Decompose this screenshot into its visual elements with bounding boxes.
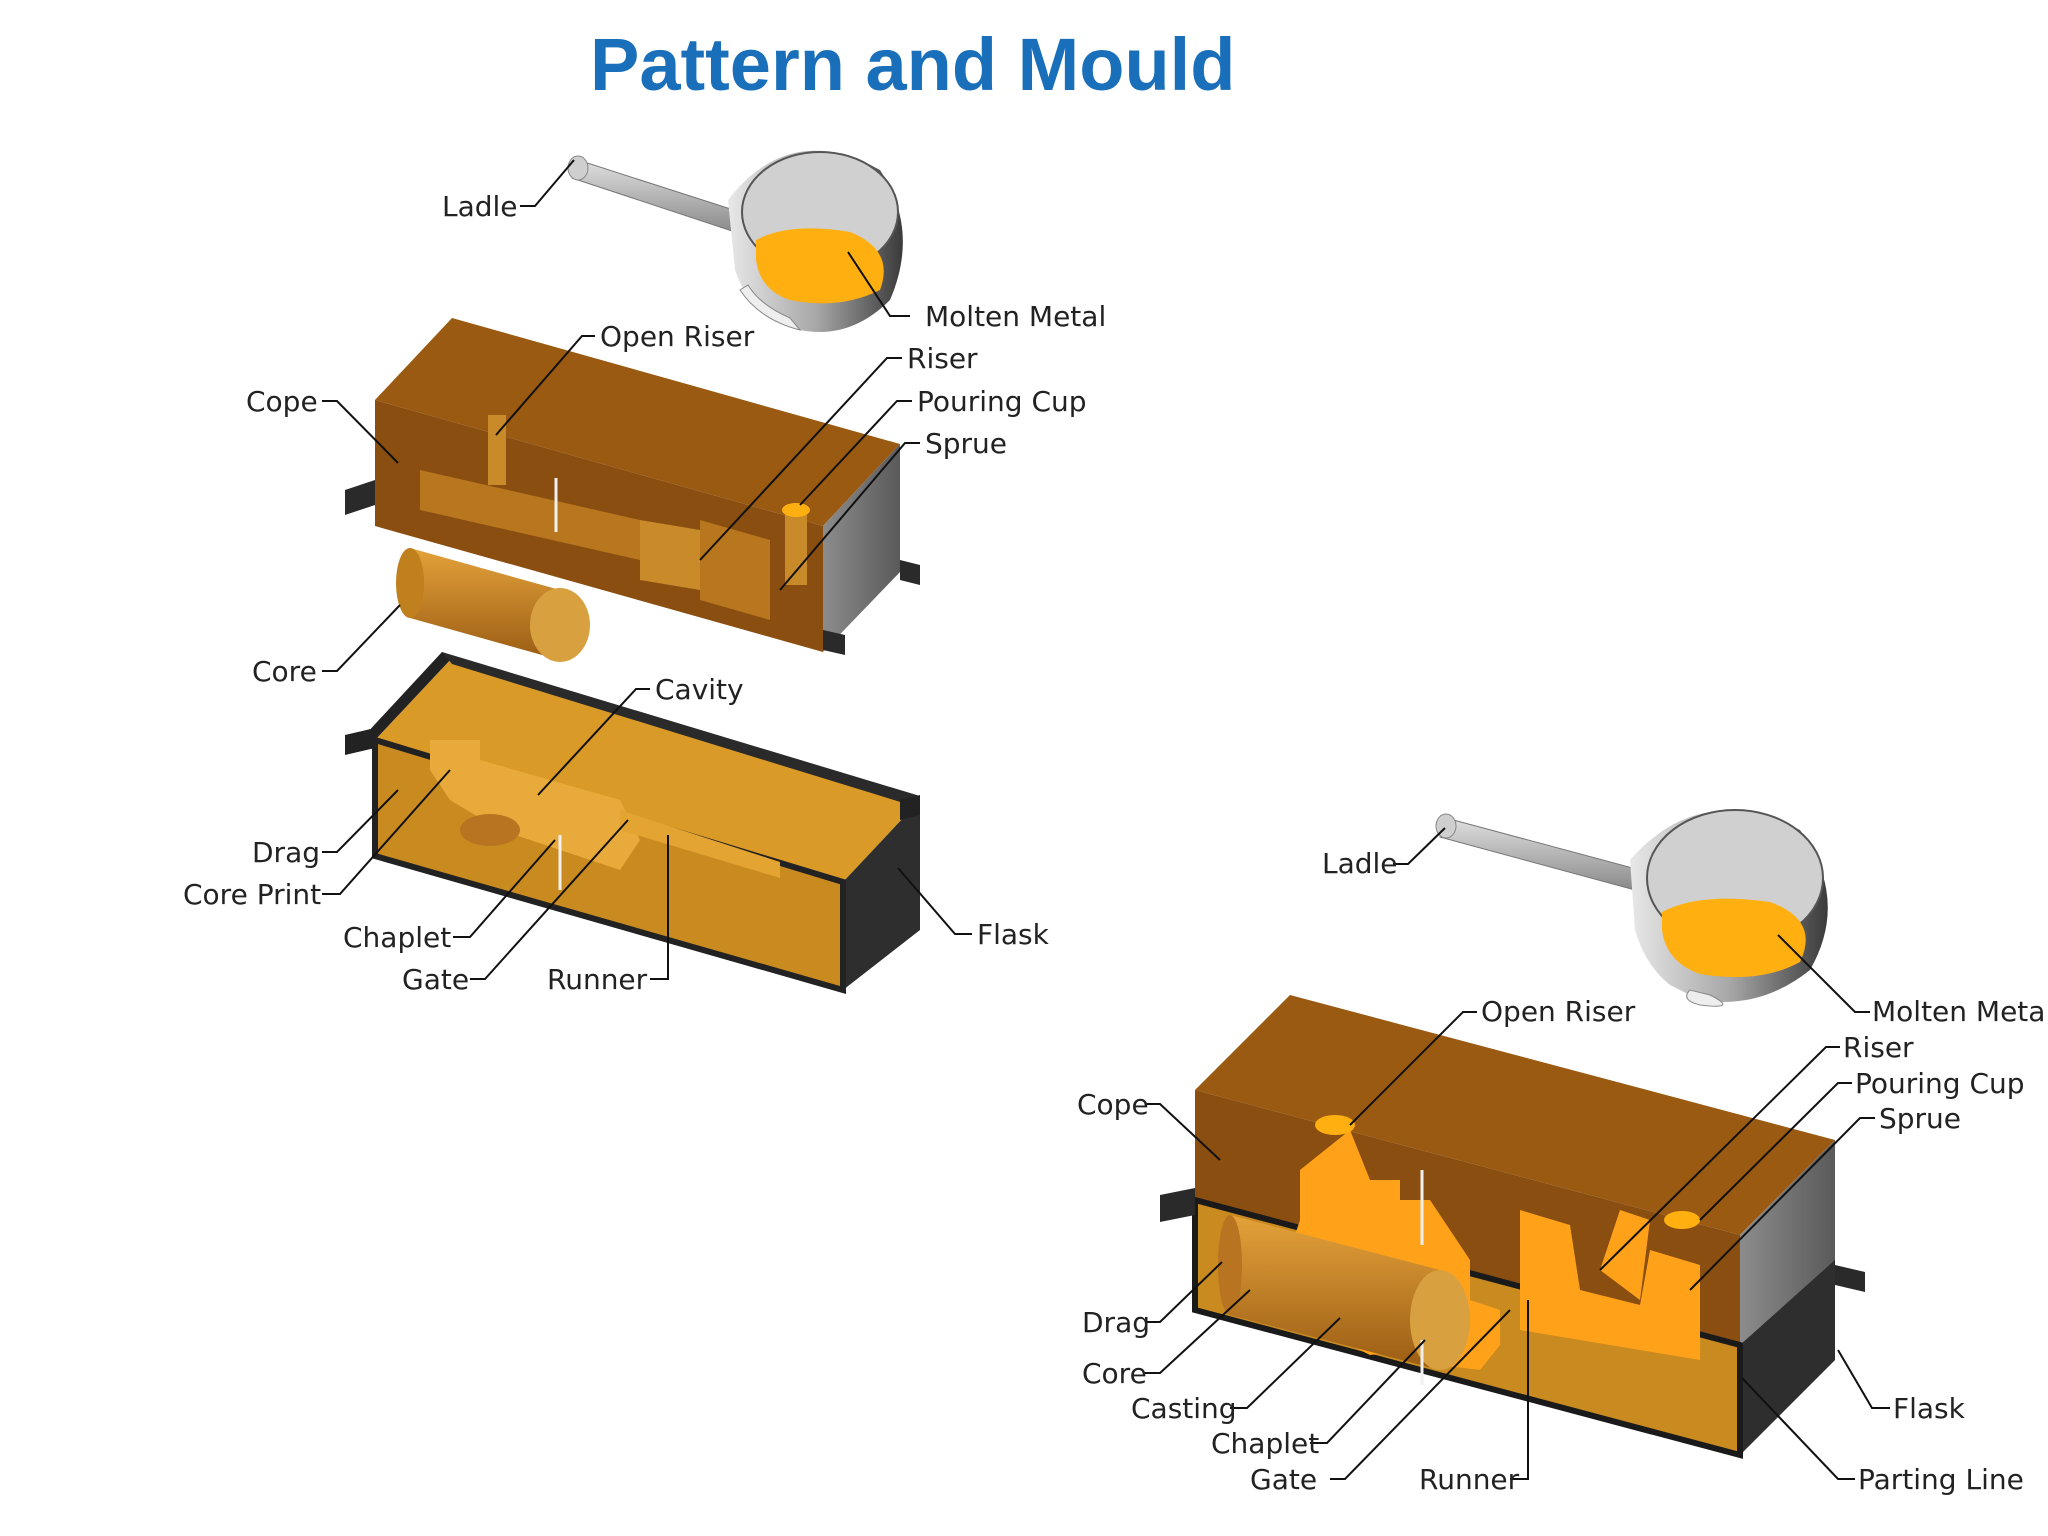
left-label-gate: Gate [402, 963, 469, 996]
left-label-cope: Cope [246, 385, 318, 418]
right-label-sprue: Sprue [1879, 1102, 1961, 1135]
right-label-ladle: Ladle [1322, 847, 1398, 880]
left-label-pouring-cup: Pouring Cup [917, 385, 1087, 418]
left-label-ladle: Ladle [442, 190, 518, 223]
right-mould-box [1160, 995, 1865, 1455]
right-assembled-mould: Ladle Molten Metal Open Riser Riser Pour… [1077, 810, 2048, 1496]
right-label-runner: Runner [1419, 1463, 1520, 1496]
left-label-core: Core [252, 655, 317, 688]
left-label-sprue: Sprue [925, 427, 1007, 460]
left-label-flask: Flask [977, 918, 1050, 951]
right-label-casting: Casting [1131, 1392, 1237, 1425]
right-label-cope: Cope [1077, 1088, 1149, 1121]
left-ladle-illustration [568, 151, 903, 332]
right-ladle-illustration [1436, 810, 1828, 1006]
right-label-chaplet: Chaplet [1211, 1427, 1319, 1460]
left-exploded-mould: Ladle Molten Metal Open Riser Riser Pour… [183, 151, 1106, 996]
right-label-drag: Drag [1082, 1306, 1150, 1339]
left-label-chaplet: Chaplet [343, 921, 451, 954]
right-label-flask: Flask [1893, 1392, 1966, 1425]
left-label-core-print: Core Print [183, 878, 321, 911]
left-label-molten-metal: Molten Metal [925, 300, 1106, 333]
right-label-parting-line: Parting Line [1858, 1463, 2024, 1496]
right-label-riser: Riser [1843, 1031, 1914, 1064]
right-label-pouring-cup: Pouring Cup [1855, 1067, 2025, 1100]
left-label-runner: Runner [547, 963, 648, 996]
right-label-molten-metal: Molten Metal [1872, 995, 2048, 1028]
left-label-drag: Drag [252, 836, 320, 869]
right-label-open-riser: Open Riser [1481, 995, 1636, 1028]
left-label-cavity: Cavity [655, 673, 744, 706]
left-label-open-riser: Open Riser [600, 320, 755, 353]
right-label-gate: Gate [1250, 1463, 1317, 1496]
left-label-riser: Riser [907, 342, 978, 375]
right-label-core: Core [1082, 1357, 1147, 1390]
